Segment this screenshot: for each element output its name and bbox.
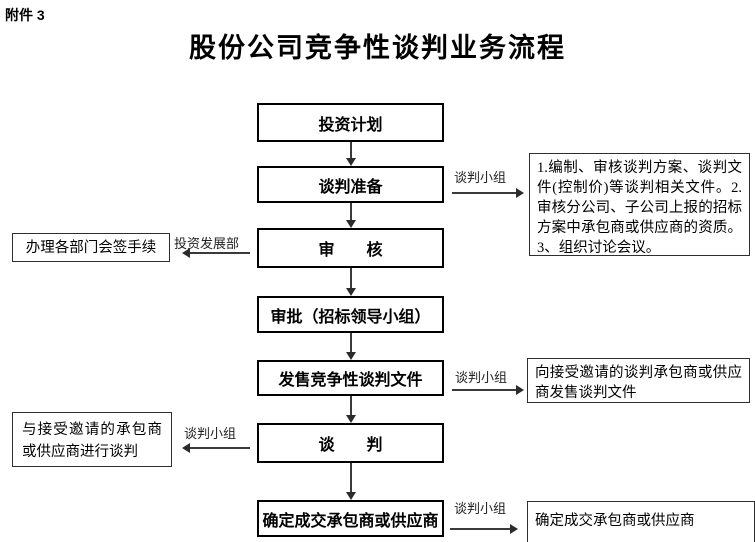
arrow-label-issue-team: 谈判小组 (455, 370, 508, 385)
flow-node-issue-documents: 发售竞争性谈判文件 (257, 360, 444, 396)
annotation-confirm-winner: 确定成交承包商或供应商 (527, 501, 755, 542)
attachment-label: 附件 3 (5, 7, 45, 23)
arrow-label-investment-dept: 投资发展部 (174, 236, 240, 251)
arrow-right-prep-icon (452, 187, 524, 198)
page-title: 股份公司竞争性谈判业务流程 (189, 33, 566, 63)
annotation-countersign: 办理各部门会签手续 (12, 233, 170, 262)
flow-node-negotiation-prep: 谈判准备 (257, 166, 444, 203)
arrow-down-2-icon (345, 203, 356, 228)
flow-node-negotiation: 谈 判 (257, 423, 444, 463)
annotation-issue-to-invitees: 向接受邀请的谈判承包商或供应商发售谈判文件 (527, 358, 750, 403)
flow-node-confirm-winner: 确定成交承包商或供应商 (257, 500, 444, 537)
annotation-negotiate-with-invitees: 与接受邀请的承包商或供应商进行谈判 (12, 412, 172, 467)
arrow-right-issue-icon (452, 384, 524, 395)
arrow-down-5-icon (345, 396, 356, 423)
flow-node-review: 审 核 (257, 228, 444, 268)
arrow-label-confirm-team: 谈判小组 (454, 501, 507, 516)
arrow-left-negotiation-icon (182, 442, 250, 453)
flow-node-investment-plan: 投资计划 (257, 103, 444, 142)
arrow-right-confirm-icon (450, 523, 518, 534)
arrow-down-6-icon (345, 463, 356, 500)
arrow-down-4-icon (345, 333, 356, 360)
annotation-prep-tasks: 1.编制、审核谈判方案、谈判文件(控制价)等谈判相关文件。2.审核分公司、子公司… (529, 153, 750, 256)
arrow-down-3-icon (345, 268, 356, 296)
flow-node-approval: 审批（招标领导小组） (257, 296, 444, 333)
arrow-label-prep-team: 谈判小组 (454, 170, 507, 185)
arrow-left-review-icon (182, 247, 250, 258)
arrow-label-negotiation-team: 谈判小组 (184, 426, 237, 441)
arrow-down-1-icon (345, 142, 356, 166)
